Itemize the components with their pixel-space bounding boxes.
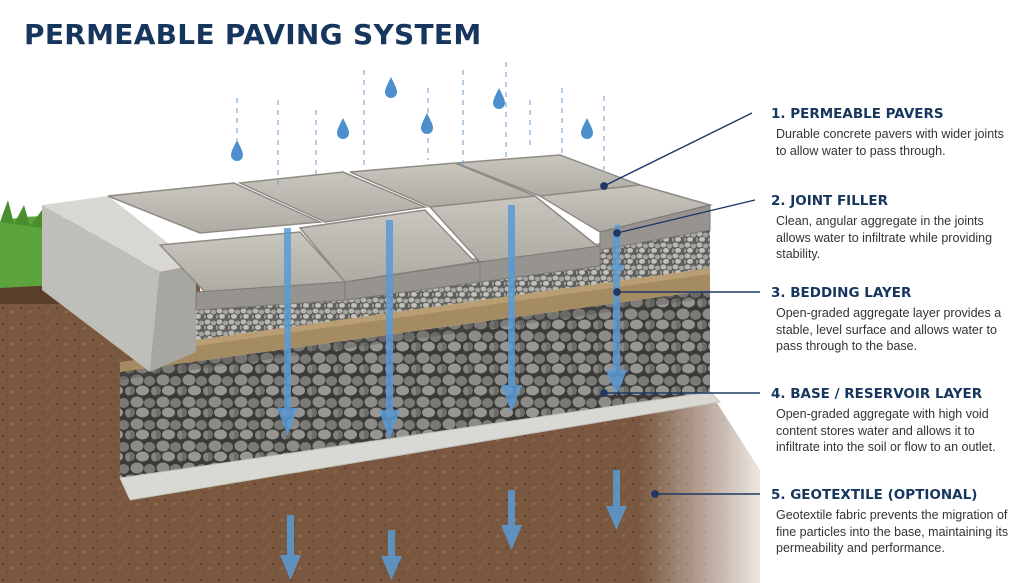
edge-restraint-curb — [42, 196, 196, 372]
callout-description: Clean, angular aggregate in the joints a… — [776, 214, 993, 261]
infiltration-arrow-icon — [606, 470, 627, 530]
bedding-layer — [120, 268, 710, 372]
callout-title: 3. BEDDING LAYER — [771, 285, 912, 301]
callout-description: Open-graded aggregate with high void con… — [776, 407, 996, 454]
raindrop-icon — [581, 118, 593, 139]
callout-title: 5. GEOTEXTILE (OPTIONAL) — [771, 487, 978, 503]
infiltration-arrow-icon — [381, 530, 402, 580]
callout-description: Open-graded aggregate layer provides a s… — [776, 306, 1002, 353]
leader-line-bedding — [613, 288, 760, 296]
callout-title: 4. BASE / RESERVOIR LAYER — [771, 386, 983, 402]
leader-line-joint-filler — [613, 199, 756, 237]
infiltration-arrow-icon — [277, 228, 298, 436]
rain-streaks — [236, 62, 605, 190]
raindrop-icon — [493, 88, 505, 109]
callout-description: Geotextile fabric prevents the migration… — [776, 508, 1009, 555]
infiltration-arrow-icon — [610, 225, 625, 278]
infiltration-arrows — [277, 205, 627, 580]
leader-line-geotextile — [651, 490, 760, 498]
leader-line-base — [600, 389, 760, 397]
raindrop-icon — [385, 77, 397, 98]
raindrops — [231, 77, 593, 161]
raindrop-icon — [421, 113, 433, 134]
infiltration-arrow-icon — [501, 205, 522, 412]
base-reservoir-layer — [120, 290, 710, 478]
geotextile-fabric — [119, 391, 722, 501]
leader-line-pavers — [600, 112, 753, 190]
raindrop-icon — [231, 140, 243, 161]
callout-title: 2. JOINT FILLER — [771, 193, 889, 209]
raindrop-icon — [337, 118, 349, 139]
infiltration-arrow-icon — [501, 490, 522, 550]
infiltration-arrow-icon — [280, 515, 301, 580]
infiltration-arrow-icon — [379, 220, 400, 440]
callout-title: 1. PERMEABLE PAVERS — [771, 106, 944, 122]
callout-leader-lines — [600, 112, 760, 498]
page-title: PERMEABLE PAVING SYSTEM — [24, 18, 482, 51]
callout-description: Durable concrete pavers with wider joint… — [776, 127, 1004, 158]
infiltration-arrow-icon — [606, 235, 627, 396]
